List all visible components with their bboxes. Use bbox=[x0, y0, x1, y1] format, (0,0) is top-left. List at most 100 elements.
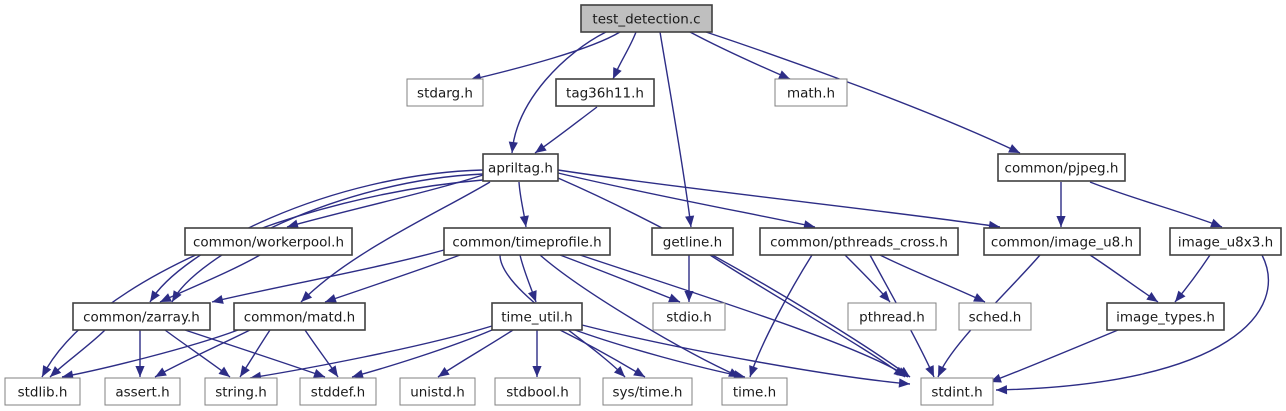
edge-arrowhead bbox=[50, 366, 62, 377]
edge-arrowhead bbox=[749, 365, 758, 377]
edge-arrowhead bbox=[733, 370, 745, 380]
node-label: common/matd.h bbox=[244, 310, 355, 326]
graph-edge bbox=[539, 254, 741, 378]
node-label: image_types.h bbox=[1116, 310, 1215, 326]
edge-arrowhead bbox=[352, 369, 364, 379]
edge-arrowhead bbox=[160, 293, 172, 302]
graph-edge bbox=[705, 31, 1021, 154]
node-box[interactable] bbox=[72, 302, 211, 331]
graph-node-tag36h11-h[interactable]: tag36h11.h bbox=[555, 78, 655, 107]
graph-node-sched-h[interactable]: sched.h bbox=[958, 302, 1032, 331]
node-label: common/zarray.h bbox=[83, 310, 200, 326]
graph-node-apriltag-h[interactable]: apriltag.h bbox=[482, 153, 559, 182]
graph-edge bbox=[709, 254, 906, 378]
graph-node-assert-h[interactable]: assert.h bbox=[104, 377, 181, 406]
graph-node-stdbool-h[interactable]: stdbool.h bbox=[494, 377, 581, 406]
graph-node-common-timeprofile-h[interactable]: common/timeprofile.h bbox=[443, 227, 611, 256]
node-box[interactable] bbox=[1169, 227, 1282, 256]
graph-node-stddef-h[interactable]: stddef.h bbox=[299, 377, 377, 406]
node-box[interactable] bbox=[104, 377, 181, 406]
node-box[interactable] bbox=[406, 78, 484, 107]
edge-arrowhead bbox=[287, 219, 299, 229]
graph-node-image-types-h[interactable]: image_types.h bbox=[1106, 302, 1225, 331]
node-label: assert.h bbox=[115, 385, 169, 401]
node-box[interactable] bbox=[983, 227, 1141, 256]
edge-arrowhead bbox=[685, 215, 695, 227]
node-box[interactable] bbox=[774, 78, 848, 107]
node-box[interactable] bbox=[491, 302, 583, 331]
graph-node-common-image-u8-h[interactable]: common/image_u8.h bbox=[983, 227, 1141, 256]
graph-node-stdio-h[interactable]: stdio.h bbox=[652, 302, 726, 331]
node-box[interactable] bbox=[233, 302, 366, 331]
node-box[interactable] bbox=[1106, 302, 1225, 331]
node-box[interactable] bbox=[399, 377, 476, 406]
node-box[interactable] bbox=[651, 227, 734, 256]
edge-arrowhead bbox=[527, 290, 537, 302]
graph-edge bbox=[300, 181, 491, 303]
graph-node-common-matd-h[interactable]: common/matd.h bbox=[233, 302, 366, 331]
graph-node-image-u8x3-h[interactable]: image_u8x3.h bbox=[1169, 227, 1282, 256]
graph-nodes: test_detection.c stdarg.h tag36h11.h math.h… bbox=[4, 4, 1282, 406]
edge-arrowhead bbox=[325, 294, 337, 303]
edge-arrowhead bbox=[973, 293, 985, 302]
node-box[interactable] bbox=[652, 302, 726, 331]
node-label: time_util.h bbox=[501, 310, 572, 326]
node-box[interactable] bbox=[482, 153, 559, 182]
node-label: stddef.h bbox=[311, 385, 365, 401]
edge-arrowhead bbox=[155, 367, 167, 377]
graph-node-pthread-h[interactable]: pthread.h bbox=[847, 302, 937, 331]
edge-arrowhead bbox=[996, 385, 1008, 395]
node-box[interactable] bbox=[4, 377, 81, 406]
edge-arrowhead bbox=[668, 293, 680, 303]
node-label: getline.h bbox=[663, 235, 722, 251]
graph-edge bbox=[511, 31, 607, 154]
graph-node-getline-h[interactable]: getline.h bbox=[651, 227, 734, 256]
graph-node-time-h[interactable]: time.h bbox=[721, 377, 788, 406]
graph-node-common-pthreads-cross-h[interactable]: common/pthreads_cross.h bbox=[759, 227, 959, 256]
edge-arrowhead bbox=[135, 366, 145, 377]
node-box[interactable] bbox=[555, 78, 655, 107]
node-label: tag36h11.h bbox=[566, 86, 644, 102]
node-box[interactable] bbox=[721, 377, 788, 406]
edge-arrowhead bbox=[1056, 216, 1066, 227]
node-label: common/workerpool.h bbox=[193, 235, 344, 251]
graph-node-common-pjpeg-h[interactable]: common/pjpeg.h bbox=[997, 153, 1126, 182]
node-box[interactable] bbox=[847, 302, 937, 331]
graph-node-stdlib-h[interactable]: stdlib.h bbox=[4, 377, 81, 406]
graph-node-sys-time-h[interactable]: sys/time.h bbox=[602, 377, 693, 406]
edge-arrowhead bbox=[613, 67, 622, 79]
node-box[interactable] bbox=[299, 377, 377, 406]
graph-node-time-util-h[interactable]: time_util.h bbox=[491, 302, 583, 331]
graph-edge bbox=[557, 169, 1001, 228]
edge-arrowhead bbox=[893, 366, 905, 377]
node-label: test_detection.c bbox=[592, 12, 700, 28]
node-box[interactable] bbox=[602, 377, 693, 406]
edge-arrowhead bbox=[1008, 144, 1020, 153]
graph-edge bbox=[995, 254, 1270, 391]
node-box[interactable] bbox=[184, 227, 353, 256]
node-box[interactable] bbox=[958, 302, 1032, 331]
node-box[interactable] bbox=[443, 227, 611, 256]
node-box[interactable] bbox=[997, 153, 1126, 182]
graph-node-unistd-h[interactable]: unistd.h bbox=[399, 377, 476, 406]
node-label: common/pjpeg.h bbox=[1005, 161, 1119, 177]
node-box[interactable] bbox=[204, 377, 278, 406]
edge-arrowhead bbox=[438, 367, 450, 377]
edge-arrowhead bbox=[613, 365, 625, 377]
node-label: common/image_u8.h bbox=[991, 235, 1133, 251]
edge-arrowhead bbox=[212, 294, 224, 304]
graph-node-common-zarray-h[interactable]: common/zarray.h bbox=[72, 302, 211, 331]
graph-edge bbox=[149, 169, 484, 303]
node-box[interactable] bbox=[494, 377, 581, 406]
graph-node-string-h[interactable]: string.h bbox=[204, 377, 278, 406]
graph-edge bbox=[351, 329, 493, 378]
graph-node-stdarg-h[interactable]: stdarg.h bbox=[406, 78, 484, 107]
graph-node-test-detection-c[interactable]: test_detection.c bbox=[580, 4, 713, 33]
node-label: stdio.h bbox=[666, 310, 712, 326]
node-box[interactable] bbox=[920, 377, 994, 406]
node-box[interactable] bbox=[580, 4, 713, 33]
graph-node-stdint-h[interactable]: stdint.h bbox=[920, 377, 994, 406]
graph-node-common-workerpool-h[interactable]: common/workerpool.h bbox=[184, 227, 353, 256]
node-box[interactable] bbox=[759, 227, 959, 256]
graph-node-math-h[interactable]: math.h bbox=[774, 78, 848, 107]
